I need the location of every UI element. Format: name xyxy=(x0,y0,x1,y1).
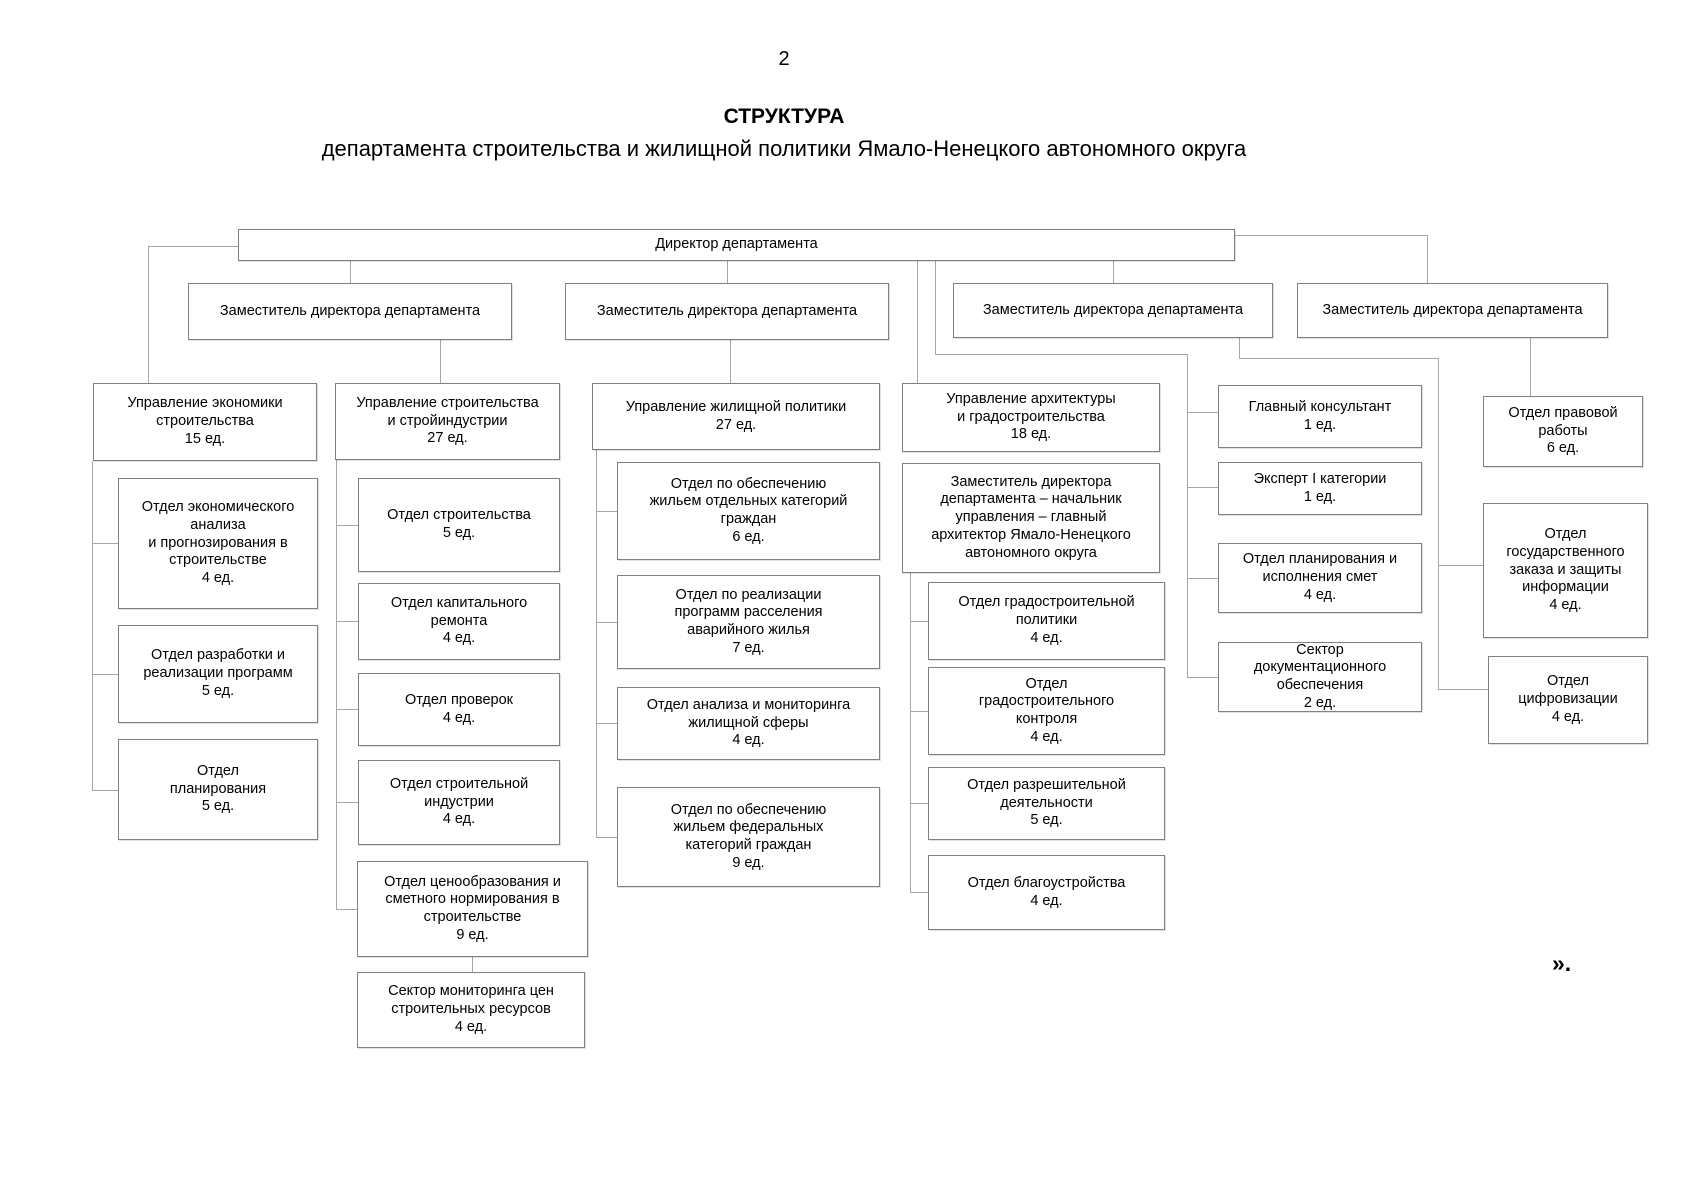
org-node-architecture-deputy: Заместитель директора департамента – нач… xyxy=(902,463,1160,573)
connector-line xyxy=(1187,412,1218,413)
org-node-deputy-3: Заместитель директора департамента xyxy=(953,283,1273,338)
org-node-architecture-child-3: Отдел разрешительной деятельности 5 ед. xyxy=(928,767,1165,840)
org-node-housing-child-4: Отдел по обеспечению жильем федеральных … xyxy=(617,787,880,887)
connector-line xyxy=(1187,677,1218,678)
connector-line xyxy=(727,261,728,283)
org-node-planning-estimates: Отдел планирования и исполнения смет 4 е… xyxy=(1218,543,1422,613)
org-node-architecture-child-4: Отдел благоустройства 4 ед. xyxy=(928,855,1165,930)
org-node-construction-header: Управление строительства и стройиндустри… xyxy=(335,383,560,460)
org-node-legal-work: Отдел правовой работы 6 ед. xyxy=(1483,396,1643,467)
connector-line xyxy=(336,621,358,622)
connector-line xyxy=(596,723,617,724)
connector-line xyxy=(935,354,1187,355)
connector-line xyxy=(1239,338,1240,358)
connector-line xyxy=(1427,235,1428,283)
connector-line xyxy=(92,674,118,675)
org-node-economics-header: Управление экономики строительства 15 ед… xyxy=(93,383,317,461)
org-node-economics-child-1: Отдел экономического анализа и прогнозир… xyxy=(118,478,318,609)
org-node-state-procurement: Отдел государственного заказа и защиты и… xyxy=(1483,503,1648,638)
connector-line xyxy=(440,340,441,383)
org-node-construction-child-5: Отдел ценообразования и сметного нормиро… xyxy=(357,861,588,957)
org-node-housing-child-1: Отдел по обеспечению жильем отдельных ка… xyxy=(617,462,880,560)
org-node-housing-header: Управление жилищной политики 27 ед. xyxy=(592,383,880,450)
org-node-digitalization: Отдел цифровизации 4 ед. xyxy=(1488,656,1648,744)
connector-line xyxy=(1187,578,1218,579)
connector-line xyxy=(917,261,918,383)
org-node-deputy-1: Заместитель директора департамента xyxy=(188,283,512,340)
org-node-economics-child-2: Отдел разработки и реализации программ 5… xyxy=(118,625,318,723)
connector-line xyxy=(336,909,357,910)
org-node-architecture-child-1: Отдел градостроительной политики 4 ед. xyxy=(928,582,1165,660)
connector-line xyxy=(910,711,928,712)
closing-mark: ». xyxy=(1552,950,1572,976)
org-node-construction-child-4: Отдел строительной индустрии 4 ед. xyxy=(358,760,560,845)
org-node-documentation-sector: Сектор документационного обеспечения 2 е… xyxy=(1218,642,1422,712)
org-node-construction-child-2: Отдел капитального ремонта 4 ед. xyxy=(358,583,560,660)
connector-line xyxy=(596,511,617,512)
connector-line xyxy=(350,261,351,283)
org-node-construction-child-1: Отдел строительства 5 ед. xyxy=(358,478,560,572)
connector-line xyxy=(1235,235,1427,236)
org-node-director: Директор департамента xyxy=(238,229,1235,261)
connector-line xyxy=(1239,358,1438,359)
connector-line xyxy=(596,837,617,838)
connector-line xyxy=(92,790,118,791)
connector-line xyxy=(472,957,473,972)
connector-line xyxy=(92,543,118,544)
doc-subtitle: департамента строительства и жилищной по… xyxy=(321,136,1247,161)
org-node-architecture-header: Управление архитектуры и градостроительс… xyxy=(902,383,1160,452)
connector-line xyxy=(730,340,731,383)
connector-line xyxy=(935,261,936,354)
connector-line xyxy=(148,246,149,383)
doc-title: СТРУКТУРА xyxy=(723,105,845,128)
connector-line xyxy=(336,525,358,526)
connector-line xyxy=(92,461,93,790)
org-node-expert-1cat: Эксперт I категории 1 ед. xyxy=(1218,462,1422,515)
connector-line xyxy=(1113,261,1114,283)
org-node-chief-consultant: Главный консультант 1 ед. xyxy=(1218,385,1422,448)
connector-line xyxy=(336,460,337,909)
org-node-housing-child-2: Отдел по реализации программ расселения … xyxy=(617,575,880,669)
connector-line xyxy=(910,621,928,622)
org-node-housing-child-3: Отдел анализа и мониторинга жилищной сфе… xyxy=(617,687,880,760)
connector-line xyxy=(1187,487,1218,488)
org-node-construction-child-3: Отдел проверок 4 ед. xyxy=(358,673,560,746)
org-node-construction-child-6: Сектор мониторинга цен строительных ресу… xyxy=(357,972,585,1048)
connector-line xyxy=(910,573,911,892)
org-node-architecture-child-2: Отдел градостроительного контроля 4 ед. xyxy=(928,667,1165,755)
connector-line xyxy=(148,246,238,247)
connector-line xyxy=(1530,338,1531,396)
connector-line xyxy=(1187,354,1188,677)
connector-line xyxy=(596,450,597,837)
connector-line xyxy=(910,892,928,893)
org-node-deputy-4: Заместитель директора департамента xyxy=(1297,283,1608,338)
connector-line xyxy=(336,802,358,803)
org-node-economics-child-3: Отдел планирования 5 ед. xyxy=(118,739,318,840)
connector-line xyxy=(1438,565,1483,566)
connector-line xyxy=(1438,358,1439,689)
org-node-deputy-2: Заместитель директора департамента xyxy=(565,283,889,340)
connector-line xyxy=(596,622,617,623)
connector-line xyxy=(1438,689,1488,690)
connector-line xyxy=(910,803,928,804)
page-number: 2 xyxy=(778,48,790,70)
connector-line xyxy=(336,709,358,710)
